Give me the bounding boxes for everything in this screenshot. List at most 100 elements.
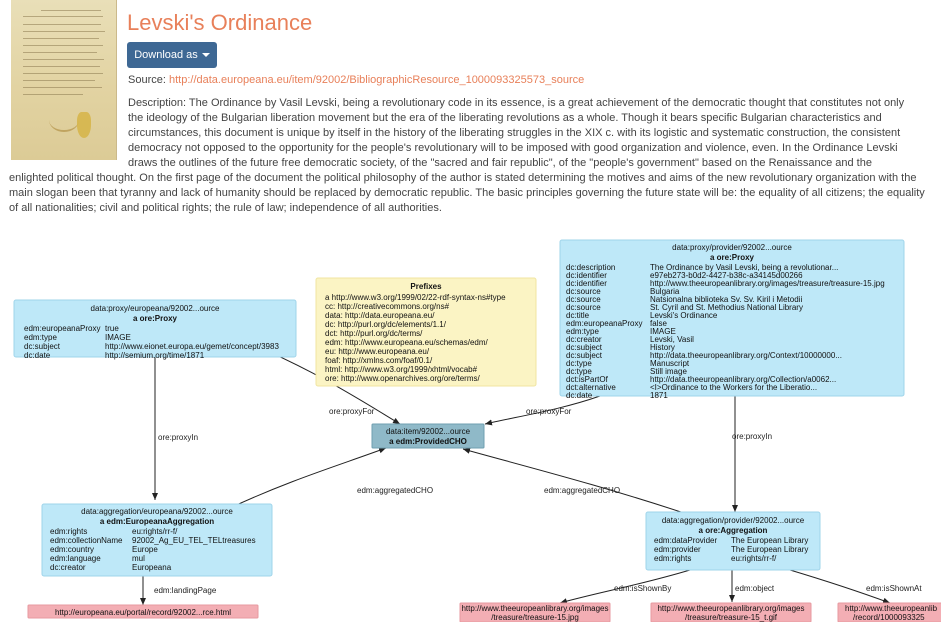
link-url: http://www.theeuropeanlibrary.org/images (657, 604, 804, 613)
node-object[interactable]: http://www.theeuropeanlibrary.org/images… (650, 602, 812, 622)
edge-label: ore:proxyIn (158, 433, 198, 442)
description-text-continued: enlighted political thought. On the firs… (9, 172, 925, 214)
prop-value: Bulgaria (650, 287, 680, 296)
prop-value: false (650, 319, 667, 328)
prop-value: eu:rights/rr-f/ (132, 527, 178, 536)
node-landing-page[interactable]: http://europeana.eu/portal/record/92002.… (27, 604, 259, 619)
node-type: a edm:EuropeanaAggregation (100, 517, 214, 526)
prop-key: dct:isPartOf (566, 375, 609, 384)
prop-key: dc:identifier (566, 279, 607, 288)
document-thumbnail[interactable] (11, 0, 117, 160)
prop-key: dc:identifier (566, 271, 607, 280)
prop-key: dc:date (24, 351, 51, 360)
node-is-shown-by[interactable]: http://www.theeuropeanlibrary.org/images… (459, 602, 611, 622)
link-url: /treasure/treasure-15.jpg (491, 613, 579, 622)
caret-down-icon (201, 53, 210, 58)
source-label: Source: (128, 74, 166, 86)
download-button[interactable]: Download as (127, 42, 217, 68)
link-url: /record/1000093325 (853, 613, 925, 622)
description-text: Description: The Ordinance by Vasil Levs… (128, 97, 905, 169)
prop-key: edm:dataProvider (654, 536, 717, 545)
prop-value: e97eb273-b0d2-4427-b38c-a34145d00266 (650, 271, 803, 280)
prop-key: edm:type (24, 333, 57, 342)
download-label: Download as (134, 49, 198, 61)
node-type: a ore:Proxy (710, 253, 755, 262)
edge-aggregatedcho-left (229, 447, 387, 509)
prop-value: http://www.theeuropeanlibrary.org/images… (650, 279, 885, 288)
prop-key: edm:provider (654, 545, 701, 554)
prefix-row: dct: http://purl.org/dc/terms/ (325, 329, 423, 338)
prefix-row: dc: http://purl.org/dc/elements/1.1/ (325, 320, 447, 329)
prop-value: http://data.theeuropeanlibrary.org/Colle… (650, 375, 836, 384)
prop-key: dc:subject (24, 342, 61, 351)
edge-aggregatedcho-right (462, 448, 691, 516)
edge-label: edm:aggregatedCHO (357, 486, 433, 495)
prop-value: <I>Ordinance to the Workers for the Libe… (650, 383, 817, 392)
node-type: a ore:Proxy (133, 314, 178, 323)
prop-value: 1871 (650, 391, 668, 400)
edge-label: edm:object (735, 584, 775, 593)
prop-key: dc:title (566, 311, 590, 320)
link-url: /treasure/treasure-15_t.gif (685, 613, 778, 622)
source-link[interactable]: http://data.europeana.eu/item/92002/Bibl… (168, 74, 585, 86)
node-uri: data:item/92002...ource (386, 427, 471, 436)
prop-key: dc:source (566, 303, 601, 312)
prop-key: edm:collectionName (50, 536, 123, 545)
node-proxy-provider[interactable]: data:proxy/provider/92002...ource a ore:… (559, 239, 905, 400)
node-provided-cho[interactable]: data:item/92002...ource a edm:ProvidedCH… (371, 423, 485, 449)
prop-key: edm:type (566, 327, 599, 336)
prop-value: Natsionalna biblioteka Sv. Sv. Kiril i M… (650, 295, 802, 304)
prop-key: dct:alternative (566, 383, 616, 392)
link-url: http://europeana.eu/portal/record/92002.… (55, 608, 231, 617)
prop-key: dc:date (566, 391, 593, 400)
prop-value: Still image (650, 367, 687, 376)
edge-isshownby (559, 569, 691, 605)
prop-value: St. Cyril and St. Methodius National Lib… (650, 303, 803, 312)
edge-label: ore:proxyIn (732, 432, 772, 441)
prefix-row: ore: http://www.openarchives.org/ore/ter… (325, 374, 481, 383)
prop-value: The Ordinance by Vasil Levski, being a r… (650, 263, 838, 272)
node-proxy-europeana[interactable]: data:proxy/europeana/92002...ource a ore… (13, 299, 297, 360)
prop-key: dc:subject (566, 351, 603, 360)
prop-key: dc:source (566, 287, 601, 296)
prop-value: Europe (132, 545, 158, 554)
prop-key: dc:type (566, 359, 592, 368)
prefixes-title: Prefixes (410, 282, 442, 291)
node-uri: data:proxy/provider/92002...ource (672, 243, 792, 252)
prefix-row: data: http://data.europeana.eu/ (325, 311, 435, 320)
prop-value: http://www.eionet.europa.eu/gemet/concep… (105, 342, 279, 351)
edge-label: edm:isShownAt (866, 584, 922, 593)
prefix-row: eu: http://www.europeana.eu/ (325, 347, 430, 356)
prefix-row: a http://www.w3.org/1999/02/22-rdf-synta… (325, 293, 506, 302)
edge-label: edm:landingPage (154, 586, 217, 595)
prop-value: Levski's Ordinance (650, 311, 718, 320)
prop-key: dc:creator (50, 563, 86, 572)
node-type: a ore:Aggregation (699, 526, 768, 535)
node-uri: data:proxy/europeana/92002...ource (91, 304, 221, 313)
prop-value: Europeana (132, 563, 172, 572)
node-is-shown-at[interactable]: http://www.theeuropeanlib /record/100009… (837, 602, 941, 622)
prop-value: The European Library (731, 545, 808, 554)
prefix-row: html: http://www.w3.org/1999/xhtml/vocab… (325, 365, 478, 374)
page-title: Levski's Ordinance (127, 10, 313, 35)
prop-key: edm:language (50, 554, 101, 563)
node-type: a edm:ProvidedCHO (389, 437, 467, 446)
prop-value: IMAGE (650, 327, 676, 336)
edge-label: ore:proxyFor (526, 407, 572, 416)
edge-proxyfor-right (484, 395, 601, 426)
node-aggregation-provider[interactable]: data:aggregation/provider/92002...ource … (645, 511, 821, 571)
edge-label: ore:proxyFor (329, 407, 375, 416)
prop-value: History (650, 343, 675, 352)
source-line: Source: http://data.europeana.eu/item/92… (128, 74, 584, 86)
prefix-row: edm: http://www.europeana.eu/schemas/edm… (325, 338, 489, 347)
prop-key: dc:description (566, 263, 615, 272)
prop-key: dc:creator (566, 335, 602, 344)
prop-value: http://data.theeuropeanlibrary.org/Conte… (650, 351, 842, 360)
prop-key: dc:subject (566, 343, 603, 352)
prop-value: eu:rights/rr-f/ (731, 554, 777, 563)
node-uri: data:aggregation/europeana/92002...ource (81, 507, 233, 516)
prop-key: edm:rights (50, 527, 87, 536)
node-aggregation-europeana[interactable]: data:aggregation/europeana/92002...ource… (41, 503, 273, 577)
prop-value: Manuscript (650, 359, 690, 368)
